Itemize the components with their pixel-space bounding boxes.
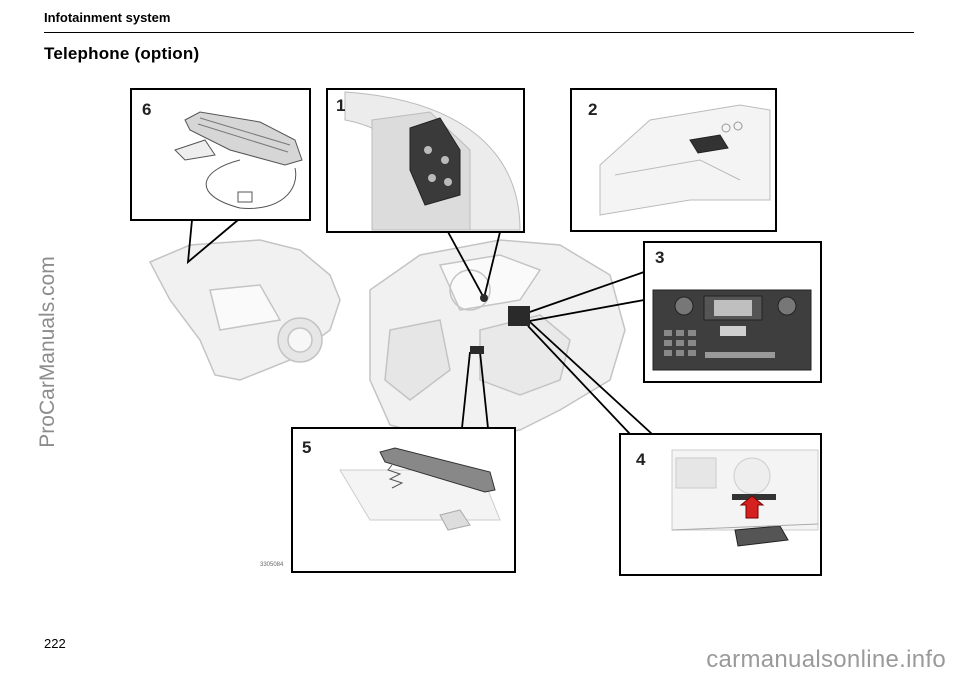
header-divider (44, 32, 914, 33)
callout-label-5: 5 (302, 438, 312, 457)
microphone-detail-box (570, 88, 777, 232)
antenna-detail-box (130, 88, 311, 221)
callout-label-3: 3 (655, 248, 665, 267)
car-drawing (148, 239, 626, 441)
side-watermark: ProCarManuals.com (36, 256, 59, 448)
phone-unit-marker (470, 294, 530, 354)
callout-label-2: 2 (588, 100, 598, 119)
section-header: Infotainment system (44, 10, 171, 25)
handset-detail-box (291, 427, 516, 573)
callout-pointers (186, 219, 653, 435)
bottom-watermark: carmanualsonline.info (706, 646, 946, 673)
card-holder-detail-box (619, 433, 822, 576)
callout-label-1: 1 (336, 96, 346, 115)
page-title: Telephone (option) (44, 44, 200, 63)
page-number: 222 (44, 636, 66, 651)
steering-keypad-detail-box (326, 88, 525, 233)
console-keypad-detail-box (643, 241, 822, 383)
figure-code: 3305084 (260, 562, 284, 568)
callout-label-4: 4 (636, 450, 646, 469)
callout-label-6: 6 (142, 100, 152, 119)
